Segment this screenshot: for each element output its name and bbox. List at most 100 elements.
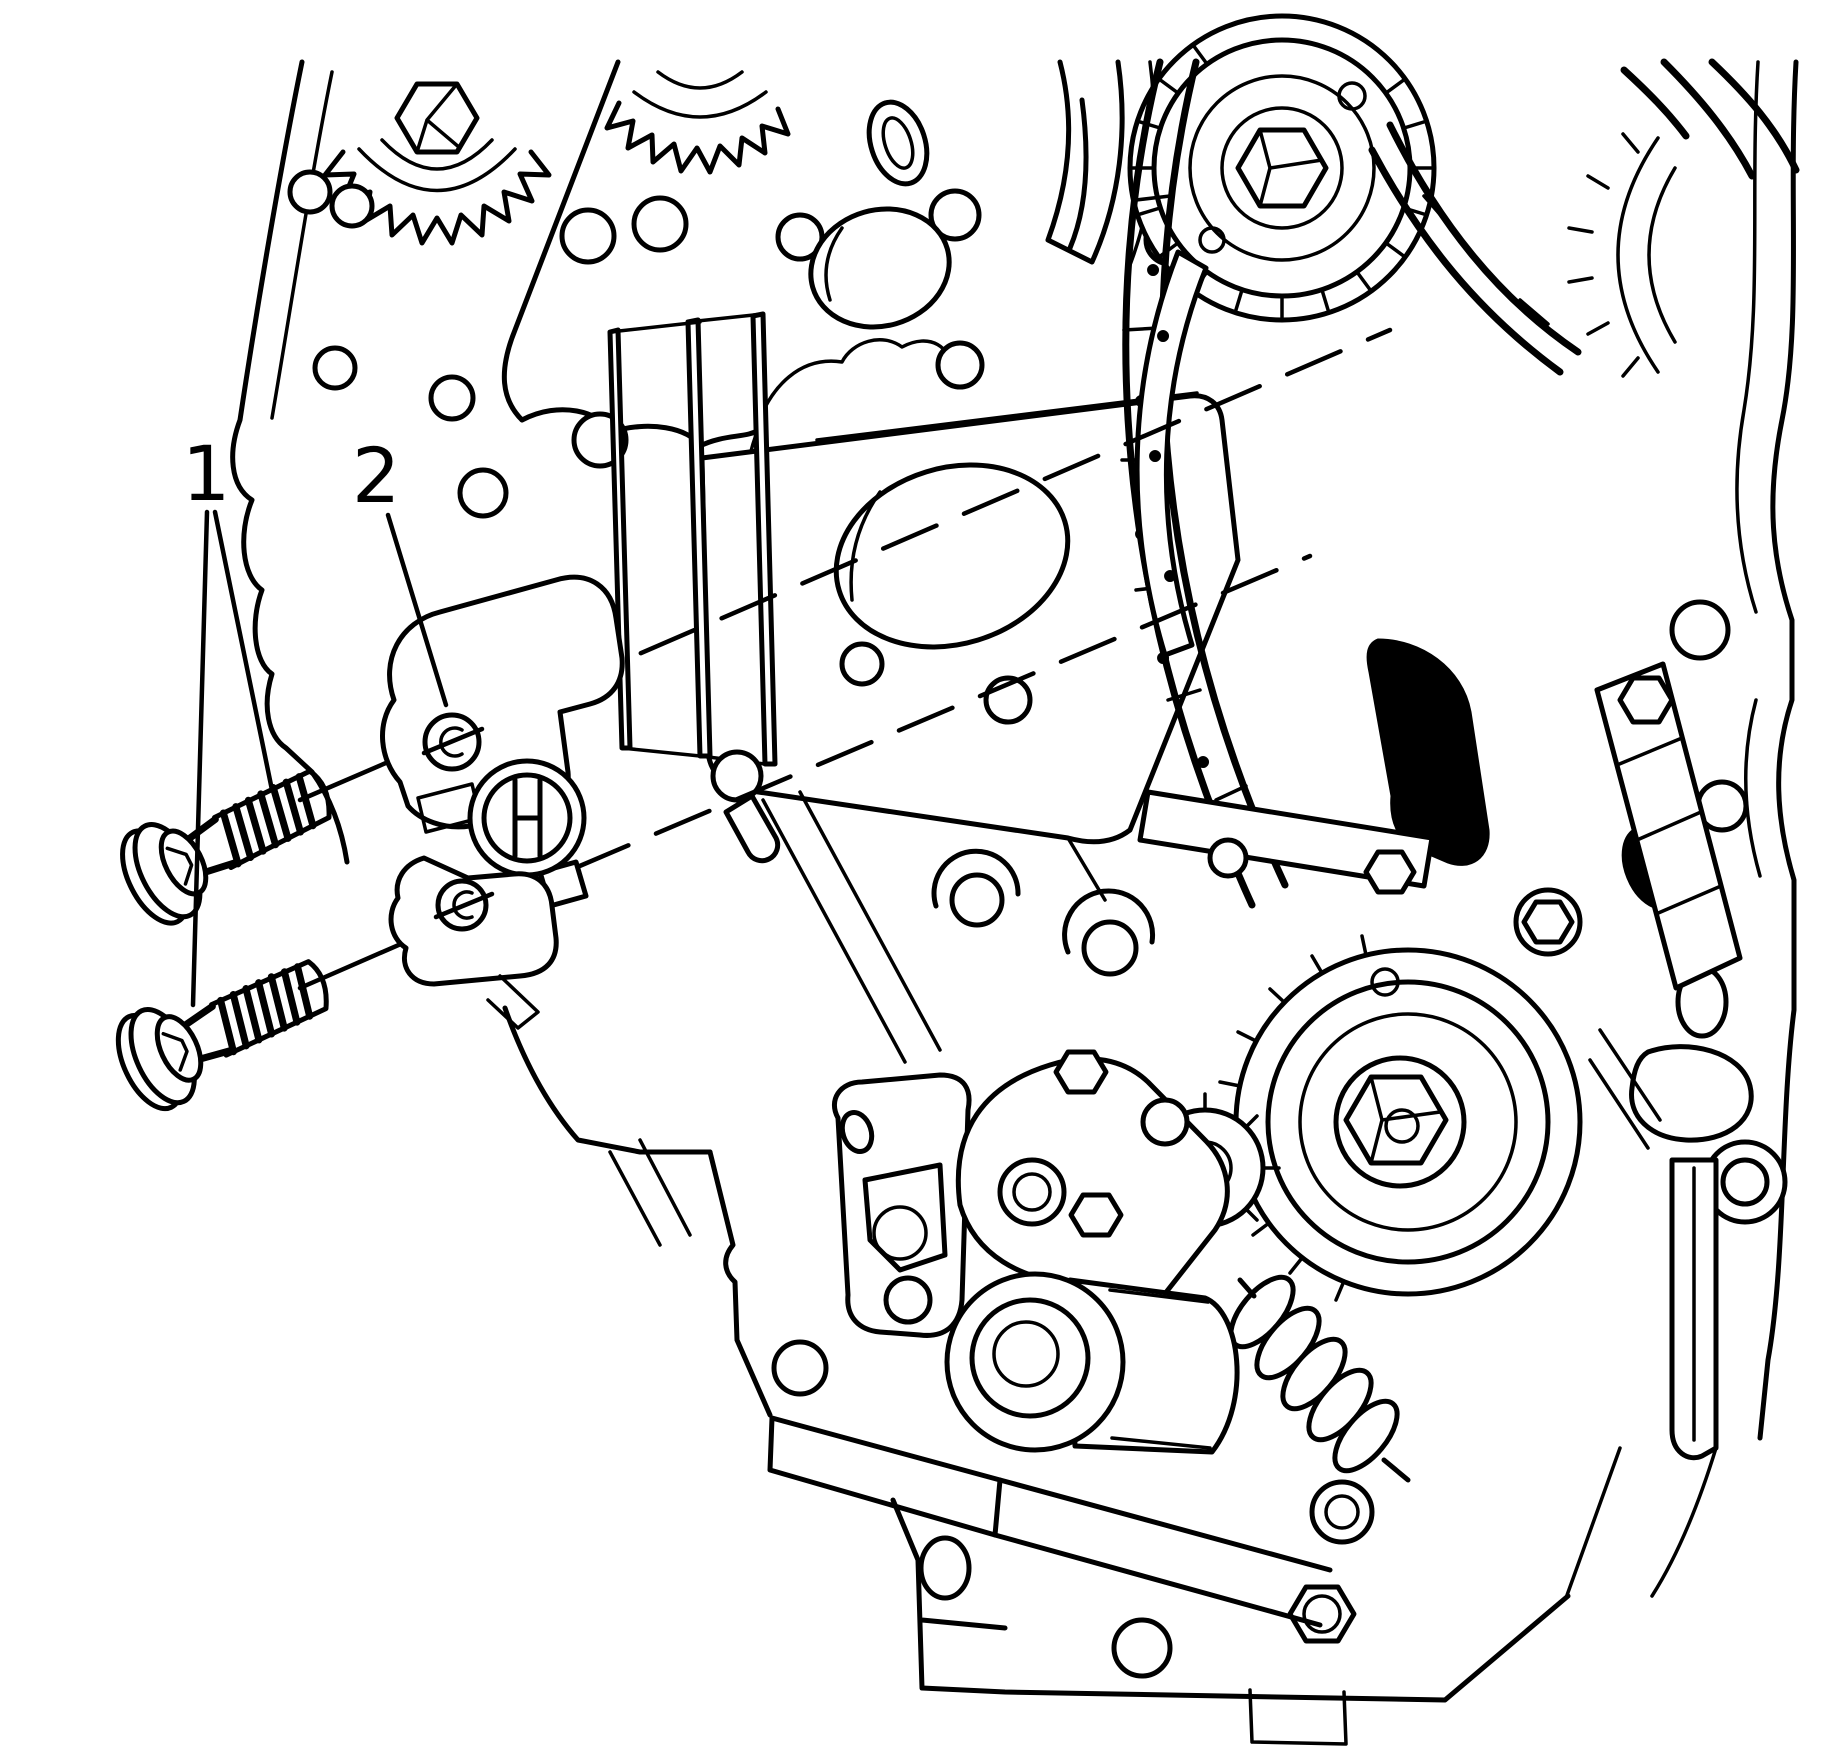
- pan-outline: [890, 1497, 1571, 1703]
- tensioner-arm-dark: [1366, 638, 1490, 866]
- bottom-rail-face: [767, 1415, 1003, 1538]
- front-cover-plate: [607, 311, 1241, 1064]
- beam-hole: [1207, 837, 1249, 879]
- sprocket-teeth-ticks: [1567, 132, 1640, 378]
- port-opening: [808, 206, 952, 330]
- crank-disc-ring: [1265, 979, 1551, 1265]
- gasket-hole: [839, 1109, 875, 1155]
- camshaft-sprockets-left: [322, 70, 930, 246]
- crank-hex-bolt: [1343, 1074, 1449, 1166]
- cam-seal-inner: [881, 116, 915, 170]
- bolt-threads: [217, 963, 314, 1056]
- pump-body: [955, 1056, 1230, 1303]
- pump-boss-small: [1140, 1097, 1190, 1147]
- timing-drive: [1120, 13, 1743, 991]
- cam-bolt-facets: [1258, 128, 1324, 208]
- port-inner-arc: [824, 226, 844, 302]
- head-left-edge: [230, 59, 350, 865]
- chain-link-plates: [1422, 194, 1550, 326]
- callout-1-label: 1: [182, 429, 230, 518]
- crank-bolt-facets: [1369, 1075, 1442, 1165]
- cam-bolt-hex: [1235, 127, 1329, 209]
- boss-hole-inner: [1720, 1157, 1770, 1207]
- block-bottom: [608, 1138, 1571, 1746]
- disc-hole: [1370, 967, 1400, 997]
- tensioner-hex-bolt: [1617, 675, 1675, 725]
- grommet: [1309, 1479, 1375, 1545]
- bolt-hole: [457, 467, 509, 519]
- axis-through-upper-hole: [421, 726, 485, 756]
- bolt-shank: [178, 1002, 237, 1064]
- bolt-hole: [631, 195, 689, 253]
- grommet-inner: [1324, 1494, 1360, 1530]
- axis-line-upper-dashed: [557, 327, 1393, 691]
- head-diagonal-edge: [501, 59, 621, 423]
- water-pump: [831, 1049, 1240, 1455]
- sprocket-hole: [1337, 81, 1367, 111]
- segmented-tensioner-bars: [1615, 736, 1723, 916]
- bolt-hole: [1081, 919, 1139, 977]
- tensioner-spring: [1228, 1274, 1411, 1483]
- bolt-hole: [839, 641, 885, 687]
- cam-cap-lug: [1045, 59, 1125, 265]
- bolt-hole: [771, 1339, 829, 1397]
- cover-opening: [833, 462, 1071, 650]
- bolt-hole: [935, 340, 985, 390]
- bolt-hole: [559, 207, 617, 265]
- fixed-chain-guide: [1134, 249, 1209, 658]
- callout-1: 1: [182, 429, 275, 1008]
- gasket-wavy-top: [519, 407, 761, 449]
- sprocket-teeth: [604, 100, 791, 175]
- plate-top-edge-line: [815, 391, 1199, 442]
- lug-boss-arc: [931, 848, 1021, 909]
- sprocket-face-ring: [1188, 74, 1376, 262]
- bottom-rail-lines: [992, 1477, 1333, 1628]
- callout-2-label: 2: [352, 431, 400, 520]
- pump-hex-bolt: [1068, 1192, 1124, 1238]
- crank-bolt-center: [1384, 1108, 1420, 1144]
- lower-lugs: [931, 848, 1156, 977]
- tensioner-hex-bolt: [1521, 899, 1575, 945]
- block-lower-left-edge: [707, 1149, 773, 1418]
- sprocket-hub-ring: [1220, 106, 1344, 230]
- bolt-threads: [219, 773, 317, 868]
- hex-nut: [1287, 1584, 1357, 1644]
- crank-drive: [1129, 934, 1583, 1644]
- cam-bolt-hex: [394, 81, 480, 155]
- snout-side-lines: [1108, 1288, 1212, 1450]
- sprocket-inner-arc: [632, 90, 768, 119]
- corner-arcs: [1620, 58, 1800, 180]
- face-lower-edge: [502, 1005, 713, 1155]
- bracket-boss-ring: [481, 772, 573, 864]
- bolt-hole: [287, 169, 333, 215]
- channel-caps: [608, 312, 767, 766]
- bolt-thread-envelope: [209, 959, 329, 1058]
- chain-tensioner-bracket: [380, 574, 625, 1030]
- gasket-port-circle: [872, 1205, 928, 1261]
- flange-bolt-upper: [120, 768, 332, 926]
- callout-1-leader-line: [190, 509, 275, 1008]
- right-edge-inner-contour: [1735, 60, 1762, 878]
- guide-rivets: [1149, 330, 1177, 582]
- bolt-hole: [329, 183, 375, 229]
- callout-2: 2: [352, 431, 449, 708]
- bolt-hole: [312, 345, 358, 391]
- bolt-hole: [928, 188, 982, 242]
- bolt-hex-facets: [161, 1031, 189, 1072]
- spring-coil: [1332, 1398, 1400, 1474]
- support-beam: [1137, 789, 1435, 889]
- cam-washer-arc: [380, 138, 494, 171]
- sprocket-arc-behind: [1616, 136, 1677, 374]
- bolt-hole: [1669, 599, 1731, 661]
- axis-line-lower-dashed: [572, 553, 1313, 871]
- lug-boss-arc: [1062, 888, 1156, 955]
- pan-hole: [918, 1535, 972, 1601]
- bolt-hex-facets: [165, 846, 194, 886]
- pump-hex-bolt: [1053, 1049, 1109, 1095]
- bolt-shank: [182, 815, 241, 877]
- crank-disc-ring: [1298, 1012, 1518, 1232]
- pump-boss-inner: [1012, 1172, 1052, 1212]
- bracket-hole-inner-arc: [439, 726, 464, 758]
- pump-boss: [997, 1157, 1067, 1227]
